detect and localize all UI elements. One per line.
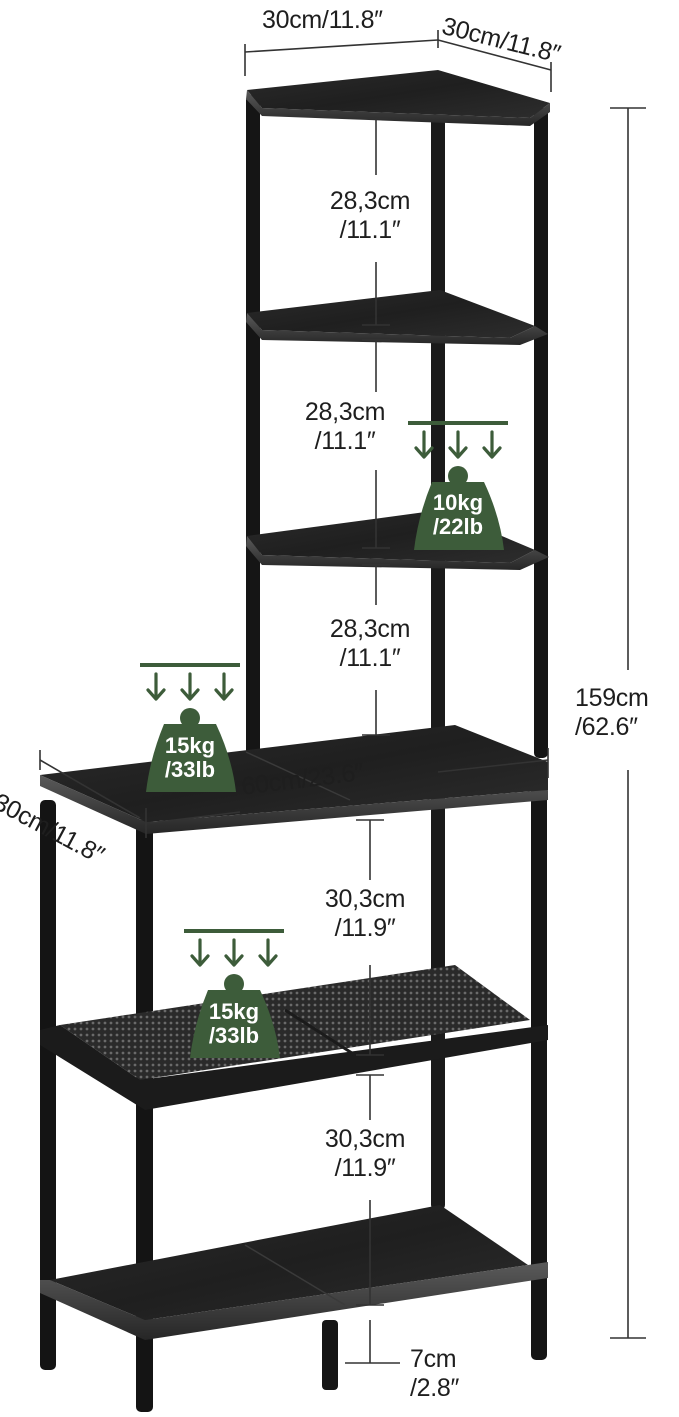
upper-gap-1-label: 28,3cm /11.1″ xyxy=(305,187,435,245)
leg-back-right-lower xyxy=(531,780,547,1360)
upper-gap-1-metric: 28,3cm xyxy=(329,187,411,215)
load-badge-mesh-kg: 15kg xyxy=(208,999,260,1024)
bottom-shelf xyxy=(40,1205,548,1340)
weight-icon xyxy=(408,421,508,550)
dimension-lines xyxy=(39,30,646,1364)
total-height-imperial: /62.6″ xyxy=(575,713,638,741)
load-badge-mesh: 15kg /33lb xyxy=(184,928,284,1058)
load-badge-upper: 10kg /22lb xyxy=(408,420,508,550)
weight-icon xyxy=(140,663,240,792)
weight-icon xyxy=(184,929,284,1058)
leg-back-center-lower xyxy=(322,1320,338,1390)
load-badge-desk: 15kg /33lb xyxy=(140,662,240,792)
upper-gap-2-metric: 28,3cm xyxy=(304,398,386,426)
lower-gap-2-label: 30,3cm /11.9″ xyxy=(300,1125,430,1183)
load-badge-upper-lb: /22lb xyxy=(432,514,484,539)
lower-gap-1-label: 30,3cm /11.9″ xyxy=(300,885,430,943)
leg-back-right xyxy=(534,108,548,758)
load-badge-desk-kg: 15kg xyxy=(164,733,216,758)
lower-gap-2-imperial: /11.9″ xyxy=(334,1154,396,1182)
corner-shelf-top xyxy=(246,70,550,126)
foot-clearance-metric: 7cm xyxy=(410,1345,457,1373)
lower-legs xyxy=(40,780,547,1412)
leg-front-left xyxy=(40,800,56,1370)
upper-gap-1-imperial: /11.1″ xyxy=(339,216,401,244)
total-height-metric: 159cm xyxy=(575,684,649,712)
lower-gap-2-metric: 30,3cm xyxy=(324,1125,406,1153)
corner-shelf-second xyxy=(246,290,548,345)
top-depth-left-label: 30cm/11.8″ xyxy=(262,6,383,34)
total-height-label: 159cm /62.6″ xyxy=(575,684,649,742)
foot-clearance-imperial: /2.8″ xyxy=(410,1374,460,1402)
mesh-shelf xyxy=(40,965,548,1110)
load-badge-desk-lb: /33lb xyxy=(164,757,216,782)
leg-back-middle xyxy=(431,115,445,1210)
load-badge-upper-kg: 10kg xyxy=(432,490,484,515)
upper-gap-3-imperial: /11.1″ xyxy=(339,644,401,672)
leg-back-left xyxy=(246,95,260,755)
load-badge-mesh-lb: /33lb xyxy=(208,1023,260,1048)
foot-clearance-label: 7cm /2.8″ xyxy=(410,1345,459,1403)
lower-gap-1-imperial: /11.9″ xyxy=(334,914,396,942)
upper-gap-3-label: 28,3cm /11.1″ xyxy=(305,615,435,673)
lower-gap-1-metric: 30,3cm xyxy=(324,885,406,913)
upper-gap-3-metric: 28,3cm xyxy=(329,615,411,643)
upper-gap-2-label: 28,3cm /11.1″ xyxy=(280,398,410,456)
upper-legs xyxy=(246,95,548,1210)
desk-top xyxy=(40,725,548,834)
upper-gap-2-imperial: /11.1″ xyxy=(314,427,376,455)
